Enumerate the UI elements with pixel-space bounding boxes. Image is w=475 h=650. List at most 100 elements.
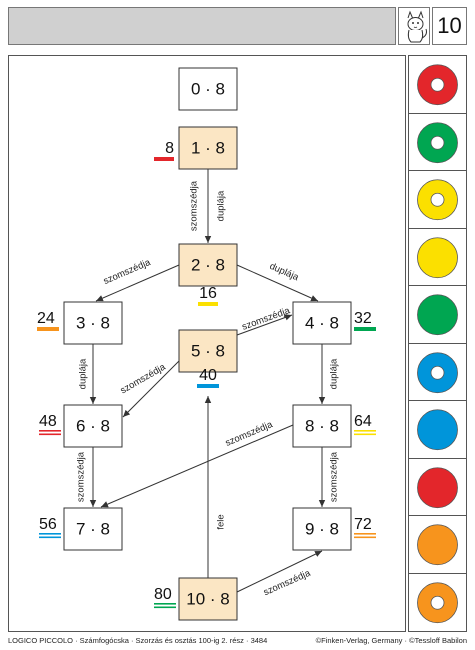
answer-24: 24 (37, 310, 59, 331)
cat-mascot-icon (398, 7, 430, 45)
answer-value: 48 (39, 413, 57, 430)
page-number: 10 (432, 7, 467, 45)
expression-box-frame (178, 329, 238, 373)
multiplication-diagram: szomszédja duplája szomszédja duplája szomsz… (37, 67, 376, 621)
expression-label: 6 · 8 (76, 416, 110, 435)
edge-5-6-arrow (122, 360, 180, 418)
color-button-6[interactable] (409, 344, 466, 402)
expression-label: 2 · 8 (191, 255, 225, 274)
color-button-8[interactable] (409, 459, 466, 517)
expression-label: 4 · 8 (305, 313, 339, 332)
color-button-9[interactable] (409, 516, 466, 574)
color-button-4[interactable] (409, 229, 466, 287)
expression-box-9: 9 · 8 (292, 507, 352, 551)
color-button-3[interactable] (409, 171, 466, 229)
answer-color-mark (39, 536, 61, 539)
answer-72: 72 (354, 516, 376, 539)
color-button-5[interactable] (409, 286, 466, 344)
answer-color-mark (37, 327, 59, 331)
color-slot-9 (409, 516, 466, 574)
color-button-2[interactable] (409, 114, 466, 172)
expression-box-3: 3 · 8 (63, 301, 123, 345)
answer-value: 32 (354, 310, 372, 327)
answer-value: 40 (199, 367, 217, 384)
expression-label: 8 · 8 (305, 416, 339, 435)
expression-box-6: 6 · 8 (63, 404, 123, 448)
answer-color-mark (154, 606, 176, 609)
expression-box-10: 10 · 8 (178, 577, 238, 621)
answer-16: 16 (198, 285, 218, 306)
color-button-1[interactable] (409, 56, 466, 114)
color-disc (417, 236, 458, 278)
footer-series-info: LOGICO PICCOLO · Számfogócska · Szorzás … (8, 636, 268, 645)
edge-1-2-label: szomszédja (189, 180, 200, 231)
expression-box-frame (63, 404, 123, 448)
answer-color-mark (354, 430, 376, 432)
footer-copyright: ©Finken-Verlag, Germany · ©Tessloff Babi… (315, 636, 467, 645)
edge-4-8-label: duplája (329, 358, 340, 389)
color-button-7[interactable] (409, 401, 466, 459)
expression-box-frame (292, 404, 352, 448)
answer-color-mark (39, 430, 61, 432)
edge-10-9-arrow (236, 550, 323, 593)
expression-label: 9 · 8 (305, 519, 339, 538)
page-header: 10 (8, 7, 467, 45)
edge-2-4-label: duplája (268, 261, 301, 284)
answer-color-mark (354, 327, 376, 331)
expression-box-frame (178, 577, 238, 621)
color-disc (417, 294, 458, 336)
answer-value: 56 (39, 516, 57, 533)
answer-color-mark (198, 302, 218, 306)
expression-box-frame (63, 507, 123, 551)
color-disc (417, 466, 458, 508)
answer-color-mark (354, 433, 376, 436)
ring-hole (430, 192, 445, 207)
color-slot-7 (409, 401, 466, 459)
edge-6-7-label: szomszédja (76, 451, 87, 502)
edge-8-7-label: szomszédja (224, 419, 275, 449)
answer-value: 24 (37, 310, 55, 327)
expression-label: 3 · 8 (76, 313, 110, 332)
expression-box-0: 0 · 8 (178, 67, 238, 111)
answer-value: 72 (354, 516, 372, 533)
color-slot-1 (409, 56, 466, 114)
expression-box-frame (178, 67, 238, 111)
answer-value: 8 (165, 140, 174, 157)
ring-hole (430, 365, 445, 380)
answer-8: 8 (154, 140, 174, 161)
answer-80: 80 (154, 586, 176, 609)
edge-1-2-label: duplája (216, 190, 227, 221)
expression-label: 0 · 8 (191, 79, 225, 98)
expression-box-2: 2 · 8 (178, 243, 238, 287)
expression-label: 7 · 8 (76, 519, 110, 538)
edge-2-3-arrow (95, 264, 180, 302)
answer-56: 56 (39, 516, 61, 539)
edge-10-9-label: szomszédja (262, 568, 313, 599)
answer-color-mark (154, 603, 176, 605)
answer-value: 64 (354, 413, 372, 430)
color-slot-6 (409, 344, 466, 402)
color-slot-4 (409, 229, 466, 287)
header-bar (8, 7, 396, 45)
answer-value: 80 (154, 586, 172, 603)
expression-box-frame (63, 301, 123, 345)
answer-color-mark (354, 536, 376, 539)
edge-10-5-label: fele (216, 514, 227, 529)
answer-color-mark (39, 533, 61, 535)
color-disc (417, 524, 458, 566)
color-slot-2 (409, 114, 466, 172)
edge-5-4-arrow (236, 314, 293, 336)
answer-64: 64 (354, 413, 376, 436)
edge-2-4-arrow (236, 264, 319, 302)
expression-box-frame (178, 243, 238, 287)
expression-label: 5 · 8 (191, 341, 225, 360)
ring-hole (430, 135, 445, 150)
answer-value: 16 (199, 285, 217, 302)
color-button-10[interactable] (409, 574, 466, 632)
expression-box-4: 4 · 8 (292, 301, 352, 345)
answer-color-mark (354, 533, 376, 535)
edge-2-3-label: szomszédja (102, 257, 153, 287)
answer-32: 32 (354, 310, 376, 331)
answer-40: 40 (197, 367, 219, 388)
color-slot-3 (409, 171, 466, 229)
